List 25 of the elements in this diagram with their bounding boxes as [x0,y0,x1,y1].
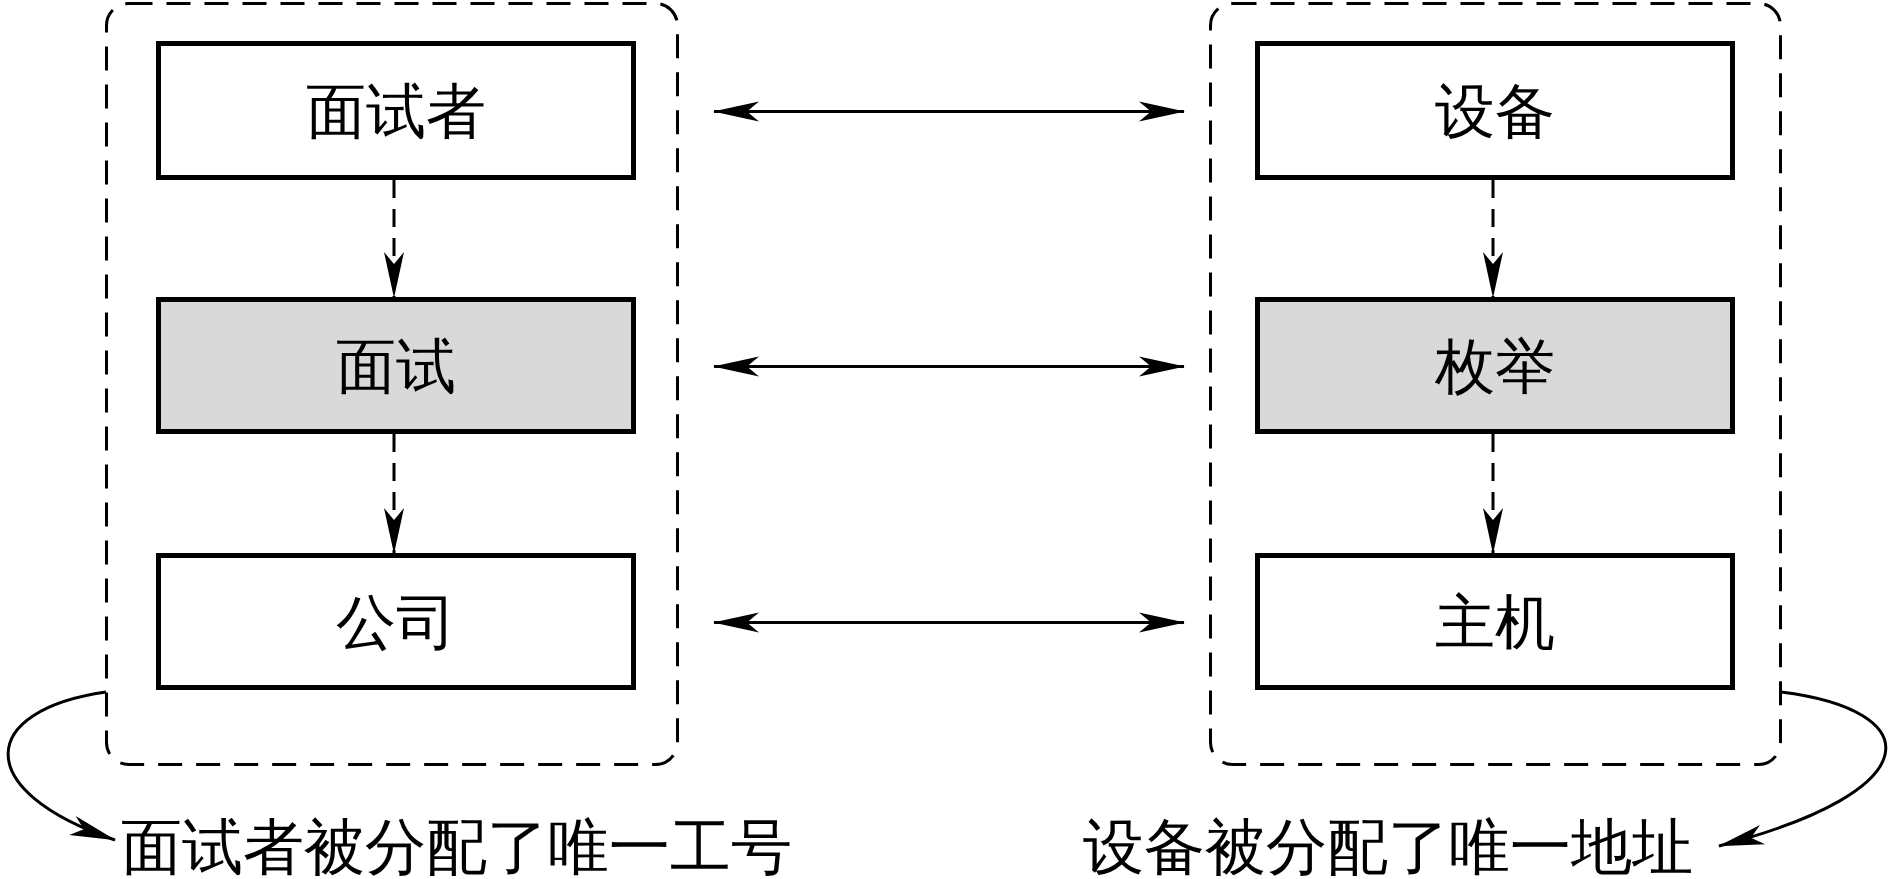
process-box [156,297,636,434]
process-box [1255,553,1735,690]
node-label: 公司 [336,591,456,652]
curved-arrow [1718,690,1887,848]
dashed-group-frame [1209,2,1782,766]
node-label: 主机 [1435,591,1555,652]
dashed-arrow [1483,180,1503,298]
dashed-arrow [384,180,404,298]
dashed-group-frame [105,2,679,766]
dashed-arrow [1483,434,1503,554]
double-headed-arrow [713,101,1185,122]
node-label: 面试者 [306,80,486,141]
double-headed-arrow [713,356,1185,377]
process-box [156,553,636,690]
node-label: 枚举 [1435,335,1555,396]
process-box [156,41,636,180]
node-label: 面试 [336,335,456,396]
node-label: 设备 [1435,80,1555,141]
annotation-text: 面试者被分配了唯一工号 [121,816,792,877]
process-box [1255,297,1735,434]
process-box [1255,41,1735,180]
annotation-text: 设备被分配了唯一地址 [1083,816,1693,877]
dashed-arrow [384,434,404,554]
curved-arrow [6,690,116,842]
double-headed-arrow [713,612,1185,633]
